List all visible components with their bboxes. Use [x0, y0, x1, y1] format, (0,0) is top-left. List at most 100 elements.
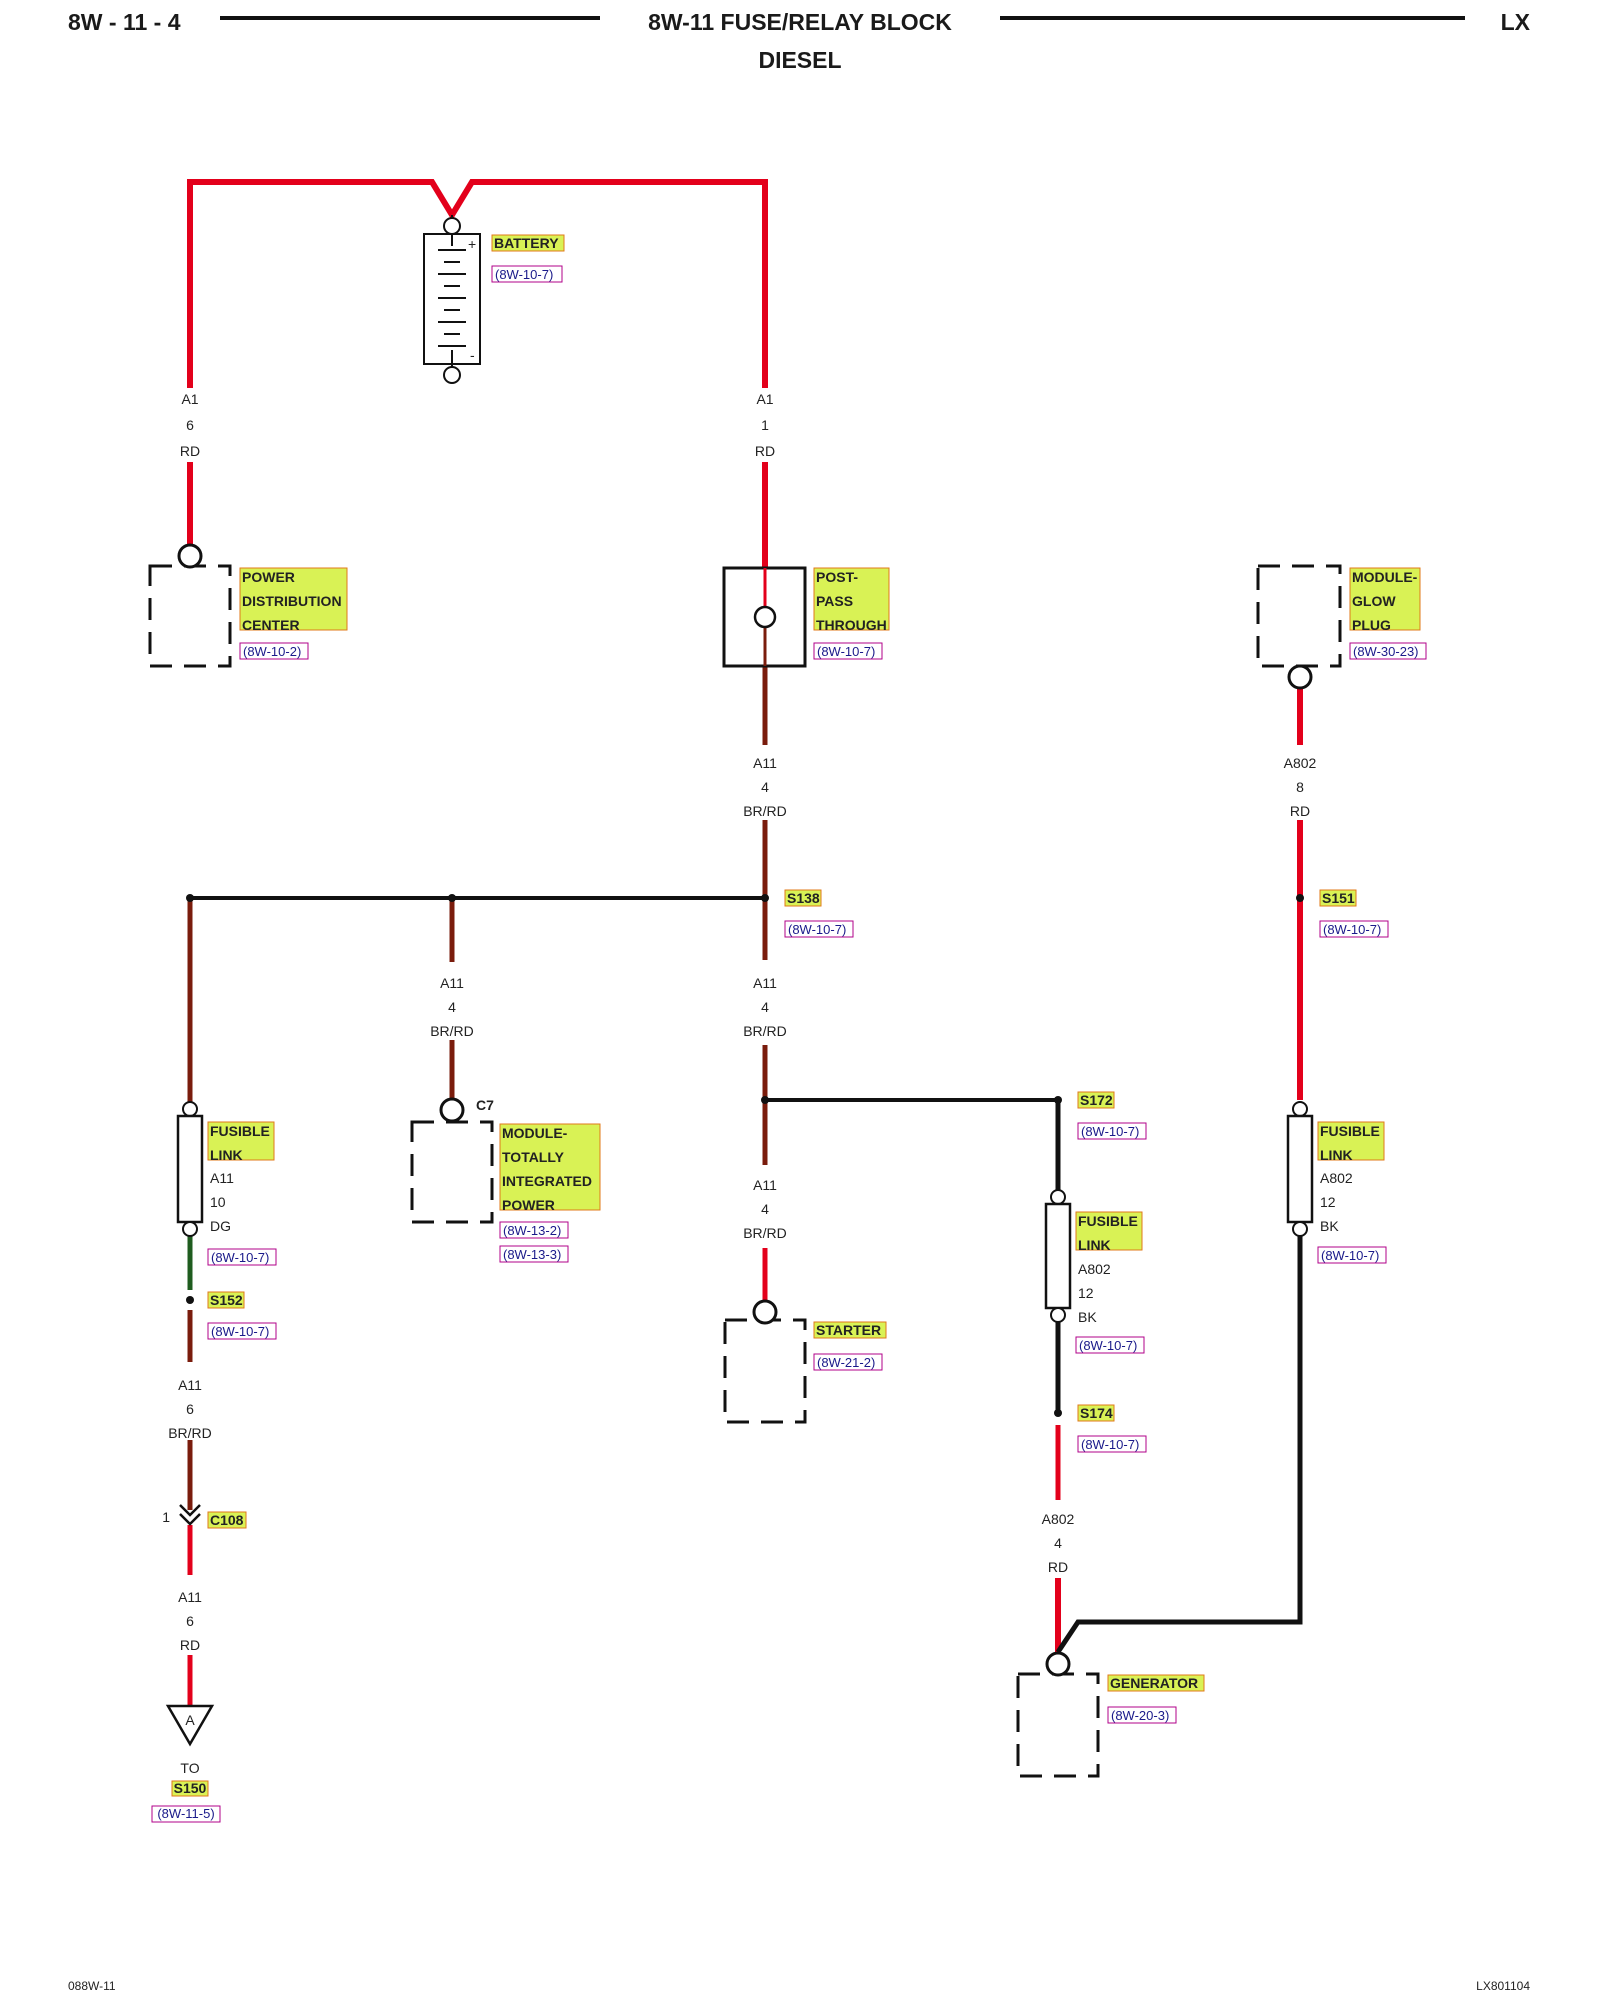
svg-text:BR/RD: BR/RD [743, 1023, 787, 1039]
generator-label: GENERATOR (8W-20-3) [1107, 1674, 1205, 1724]
svg-text:RD: RD [180, 443, 200, 459]
splice-s172-ref[interactable]: (8W-10-7) [1081, 1124, 1139, 1139]
c108-connector[interactable]: 1 [162, 1504, 201, 1526]
off-page-name: S150 [174, 1780, 207, 1796]
battery[interactable]: + - [423, 217, 481, 384]
c108-name: C108 [210, 1512, 244, 1528]
footer-right-code: LX801104 [1476, 1979, 1530, 1993]
svg-text:A11: A11 [178, 1589, 202, 1605]
glow-plug-name-line-1: MODULE- [1352, 569, 1418, 585]
tipm-name-line-3: INTEGRATED [502, 1173, 592, 1189]
svg-text:A11: A11 [753, 755, 777, 771]
glow-plug-component[interactable] [1256, 564, 1342, 690]
fl-right-wire-color: BK [1320, 1218, 1339, 1234]
svg-text:6: 6 [186, 1613, 194, 1629]
splice-s152-name: S152 [210, 1292, 243, 1308]
battery-minus-label: - [470, 347, 475, 363]
battery-cells-icon [438, 234, 466, 364]
svg-text:RD: RD [180, 1637, 200, 1653]
c108-pin: 1 [162, 1509, 170, 1525]
wire-label-a11-main: A11 4 BR/RD [743, 755, 787, 819]
pdc-name-line-1: POWER [242, 569, 295, 585]
tipm-connector-icon [439, 1097, 465, 1123]
starter-connector-icon [752, 1299, 778, 1325]
post-pass-component[interactable] [722, 566, 807, 668]
svg-text:RD: RD [1048, 1559, 1068, 1575]
tipm-ref-1[interactable]: (8W-13-2) [503, 1223, 561, 1238]
fusible-link-right[interactable] [1286, 1101, 1314, 1237]
model-code: LX [1501, 9, 1531, 35]
pdc-ref[interactable]: (8W-10-2) [243, 644, 301, 659]
splice-s138-name: S138 [787, 890, 820, 906]
off-page-triangle-icon [165, 1704, 215, 1747]
wire-label-a11-left-lower: A11 6 BR/RD [168, 1377, 212, 1441]
splice-s174-ref[interactable]: (8W-10-7) [1081, 1437, 1139, 1452]
splice-s174-name: S174 [1080, 1405, 1113, 1421]
fusible-link-left-label: FUSIBLE LINK A11 10 DG (8W-10-7) [207, 1121, 277, 1266]
fl-left-name-line-2: LINK [210, 1147, 243, 1163]
footer-left-code: 088W-11 [68, 1979, 116, 1993]
wire-label-a802-top: A802 8 RD [1284, 755, 1317, 819]
battery-name: BATTERY [494, 235, 559, 251]
tipm-connector-id: C7 [476, 1097, 494, 1113]
glow-plug-ref[interactable]: (8W-30-23) [1353, 644, 1419, 659]
glow-plug-name-line-3: PLUG [1352, 617, 1391, 633]
svg-text:A802: A802 [1284, 755, 1317, 771]
svg-text:A1: A1 [181, 391, 198, 407]
fl-left-ref[interactable]: (8W-10-7) [211, 1250, 269, 1265]
page-header: 8W - 11 - 4 8W-11 FUSE/RELAY BLOCK LX DI… [68, 9, 1531, 73]
svg-text:BR/RD: BR/RD [430, 1023, 474, 1039]
bus-dot-mid [761, 1096, 769, 1104]
svg-text:4: 4 [761, 779, 769, 795]
generator-box [1016, 1672, 1100, 1778]
svg-text:A802: A802 [1042, 1511, 1075, 1527]
off-page-symbol: A [185, 1712, 195, 1728]
tipm-name-line-2: TOTALLY [502, 1149, 565, 1165]
battery-terminal-bottom [443, 366, 461, 384]
page-title: 8W-11 FUSE/RELAY BLOCK [648, 9, 952, 35]
svg-text:A1: A1 [756, 391, 773, 407]
off-page-ref[interactable]: (8W-11-5) [157, 1806, 214, 1821]
c108-female-icon [179, 1513, 201, 1526]
fusible-link-left[interactable] [176, 1101, 204, 1237]
starter-ref[interactable]: (8W-21-2) [817, 1355, 875, 1370]
splice-s138-ref[interactable]: (8W-10-7) [788, 922, 846, 937]
battery-ref[interactable]: (8W-10-7) [495, 267, 553, 282]
generator-component[interactable] [1016, 1651, 1100, 1778]
fl-right-name-line-2: LINK [1320, 1147, 1353, 1163]
tipm-ref-2[interactable]: (8W-13-3) [503, 1247, 561, 1262]
splice-s152-label: S152 (8W-10-7) [207, 1291, 277, 1340]
svg-text:4: 4 [448, 999, 456, 1015]
fusible-link-mid[interactable] [1044, 1189, 1072, 1323]
off-page-connector-s150[interactable]: A TO S150 (8W-11-5) [151, 1704, 221, 1823]
splice-s152-dot [186, 1296, 194, 1304]
pdc-label: POWER DISTRIBUTION CENTER (8W-10-2) [239, 567, 348, 660]
starter-component[interactable] [723, 1299, 807, 1424]
splice-s172-label: S172 (8W-10-7) [1077, 1091, 1147, 1140]
wire-label-a1-right: A1 1 RD [755, 391, 775, 459]
fl-left-wire-id: A11 [210, 1170, 234, 1186]
svg-text:A11: A11 [753, 975, 777, 991]
pdc-name-line-3: CENTER [242, 617, 300, 633]
bus-dot-tipm [448, 894, 456, 902]
fl-mid-wire-color: BK [1078, 1309, 1097, 1325]
fl-mid-ref[interactable]: (8W-10-7) [1079, 1338, 1137, 1353]
svg-text:BR/RD: BR/RD [168, 1425, 212, 1441]
wire-label-a11-mid: A11 4 BR/RD [743, 975, 787, 1039]
fusible-link-right-label: FUSIBLE LINK A802 12 BK (8W-10-7) [1317, 1121, 1387, 1264]
wire-right-to-generator [1055, 1232, 1303, 1654]
pdc-component[interactable] [148, 543, 232, 668]
svg-text:A11: A11 [178, 1377, 202, 1393]
battery-label: BATTERY (8W-10-7) [491, 234, 565, 283]
splice-s151-ref[interactable]: (8W-10-7) [1323, 922, 1381, 937]
post-pass-ref[interactable]: (8W-10-7) [817, 644, 875, 659]
tipm-name-line-4: POWER [502, 1197, 555, 1213]
splice-s152-ref[interactable]: (8W-10-7) [211, 1324, 269, 1339]
tipm-component[interactable] [410, 1097, 494, 1224]
bus-dot-left [186, 894, 194, 902]
post-pass-name-line-1: POST- [816, 569, 858, 585]
generator-ref[interactable]: (8W-20-3) [1111, 1708, 1169, 1723]
fl-right-ref[interactable]: (8W-10-7) [1321, 1248, 1379, 1263]
